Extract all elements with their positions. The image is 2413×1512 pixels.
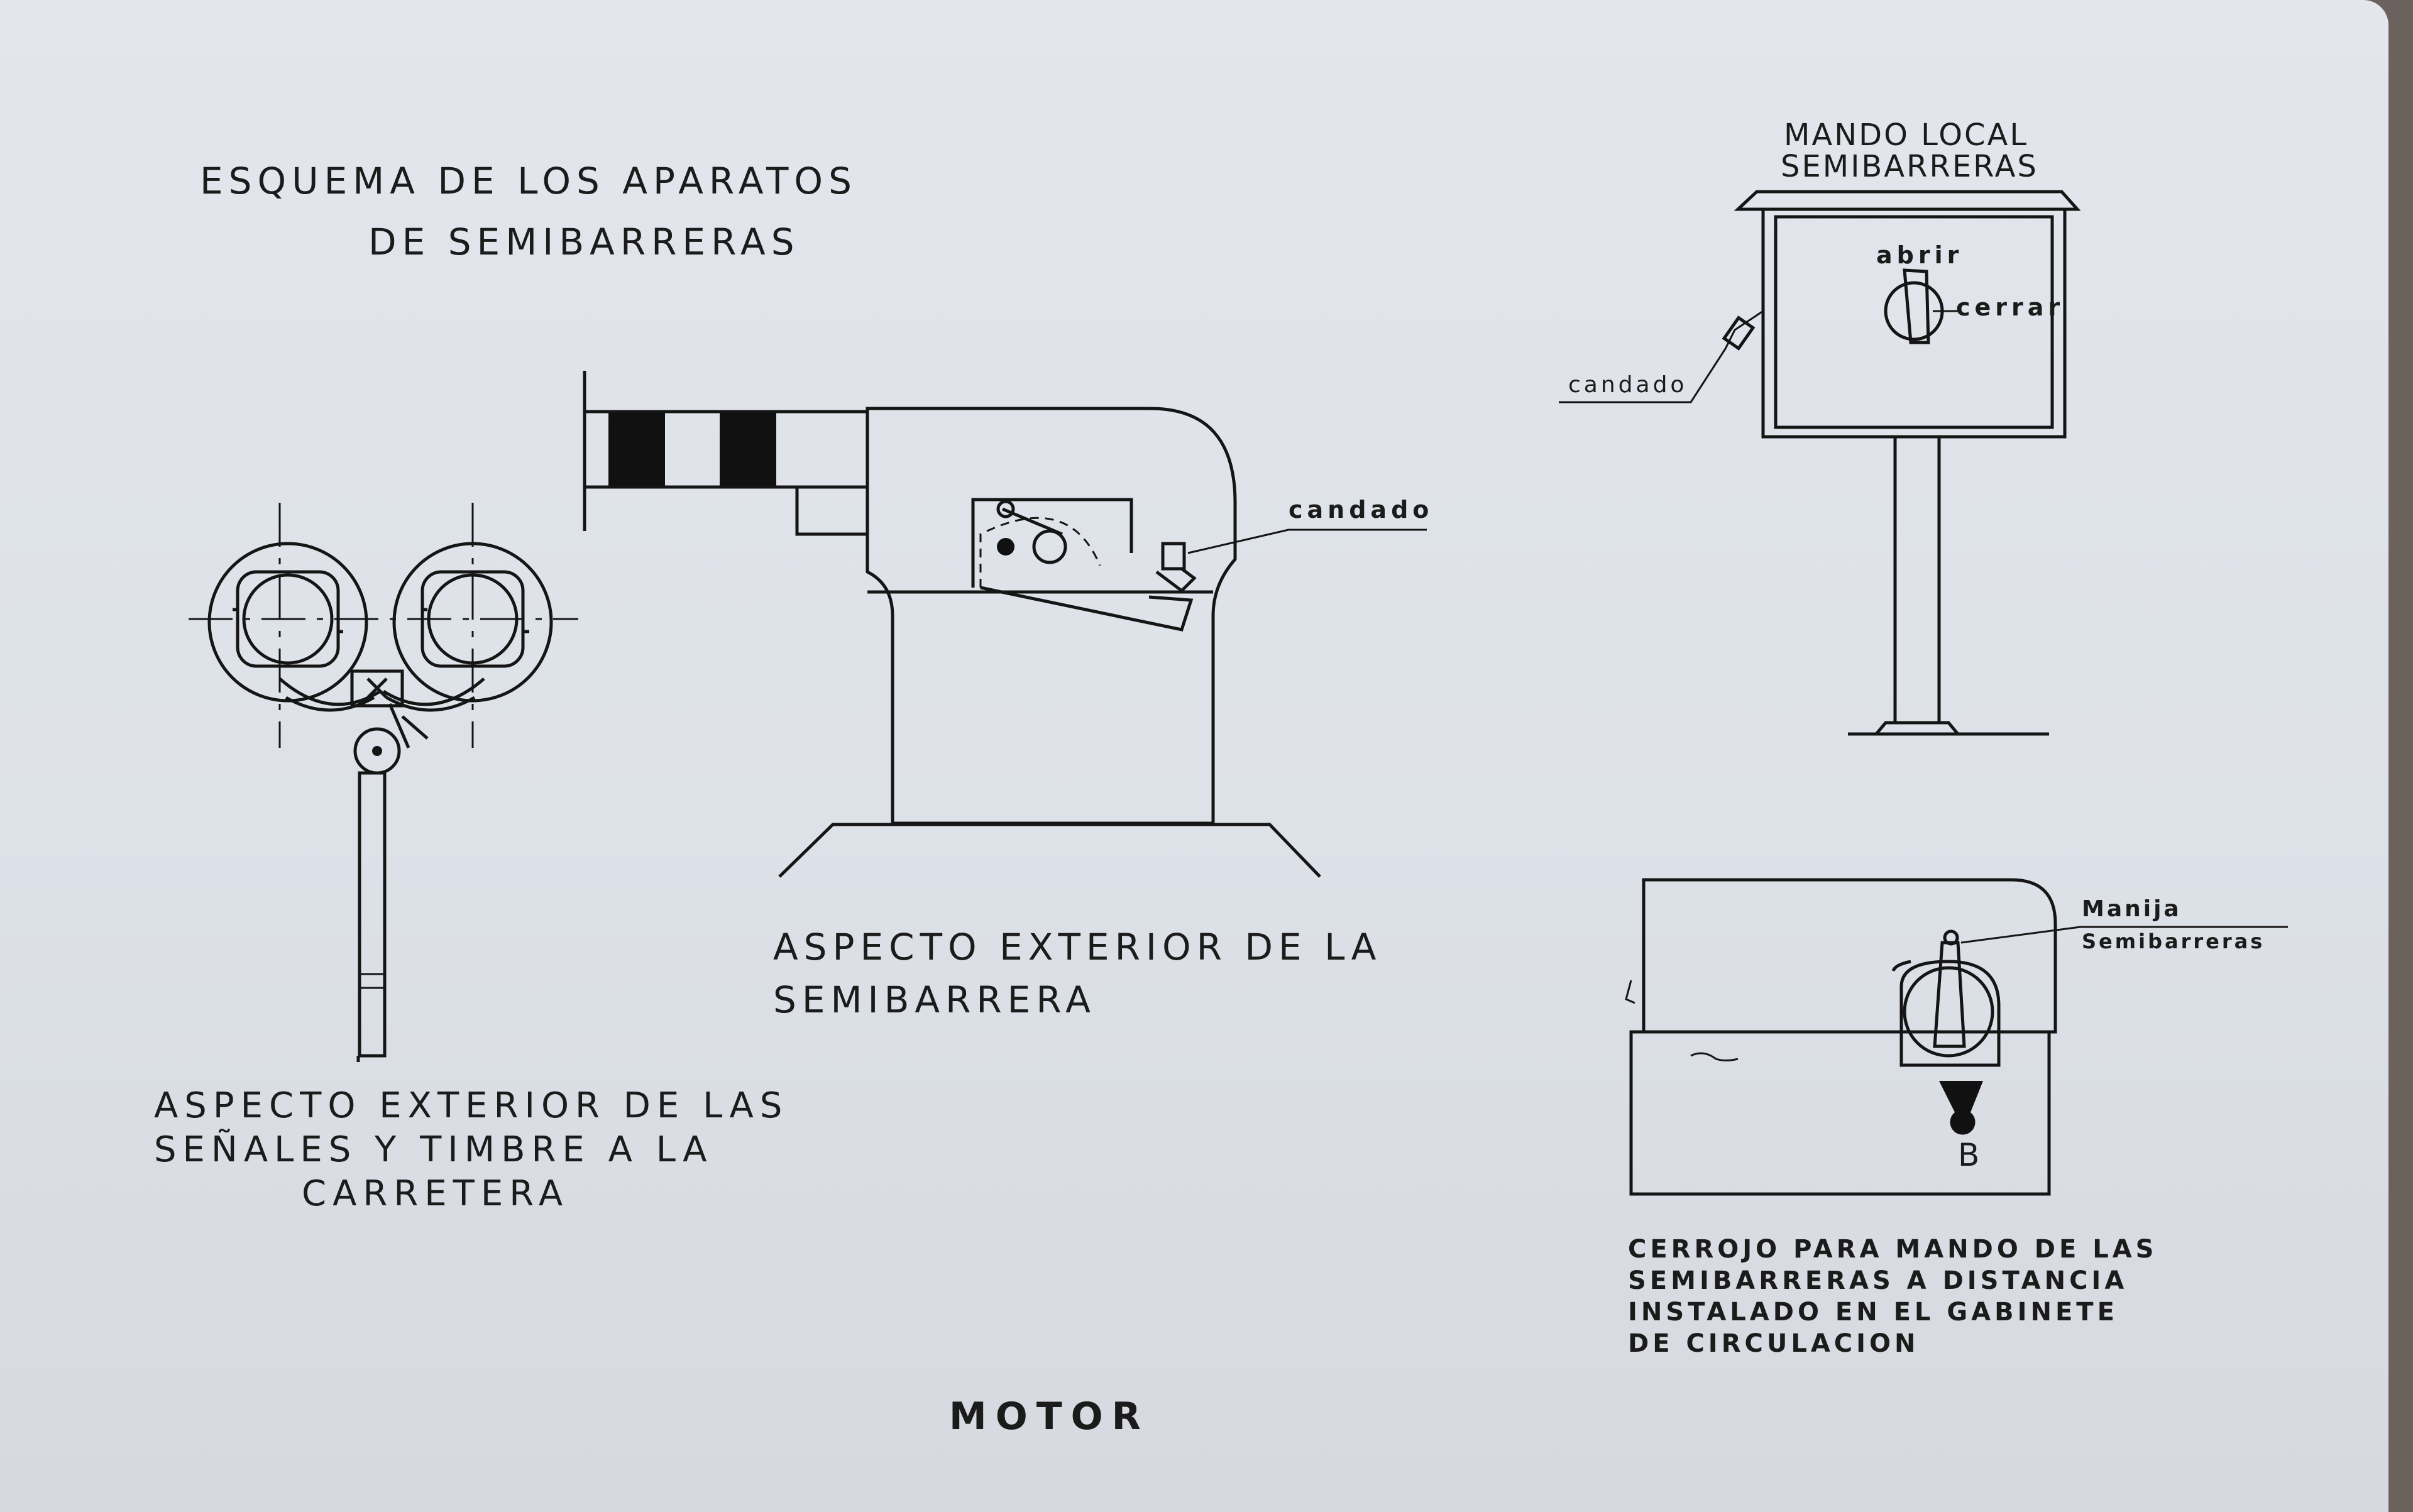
local-control-open-label: abrir <box>1876 241 1964 269</box>
remote-caption-line2: SEMIBARRERAS A DISTANCIA <box>1628 1266 2128 1295</box>
local-control-box <box>1559 190 2081 736</box>
diagram-title-line1: ESQUEMA DE LOS APARATOS <box>200 160 857 202</box>
remote-lock-box <box>1625 878 2288 1196</box>
local-control-title-line2: SEMIBARRERAS <box>1781 149 2038 185</box>
signals-caption-line2: SEÑALES Y TIMBRE A LA <box>154 1129 713 1170</box>
handle-label-line2: Semibarreras <box>2082 929 2265 953</box>
handle-label: Manija Semibarreras <box>2082 892 2265 956</box>
signals-caption: ASPECTO EXTERIOR DE LAS SEÑALES Y TIMBRE… <box>154 1084 788 1216</box>
local-control-lock-label: candado <box>1568 372 1688 398</box>
diagram-title-line2: DE SEMIBARRERAS <box>368 220 800 263</box>
signals-caption-line3: CARRETERA <box>302 1173 569 1214</box>
barrier-caption: ASPECTO EXTERIOR DE LA SEMIBARRERA <box>773 921 1382 1026</box>
remote-caption-line1: CERROJO PARA MANDO DE LAS <box>1628 1235 2158 1264</box>
footer-motor: MOTOR <box>949 1394 1150 1438</box>
barrier-caption-line1: ASPECTO EXTERIOR DE LA <box>773 926 1382 968</box>
local-control-title: MANDO LOCAL SEMIBARRERAS <box>1781 119 2038 183</box>
remote-caption: CERROJO PARA MANDO DE LAS SEMIBARRERAS A… <box>1628 1234 2157 1359</box>
road-signals-and-bell <box>189 503 578 1062</box>
barrier-lock-label: candado <box>1289 496 1434 523</box>
signals-caption-line1: ASPECTO EXTERIOR DE LAS <box>154 1085 789 1126</box>
handle-label-line1: Manija <box>2082 896 2182 922</box>
local-control-title-line1: MANDO LOCAL <box>1784 118 2029 153</box>
semibarrier-exterior <box>583 371 1427 878</box>
diagram-title: ESQUEMA DE LOS APARATOS DE SEMIBARRERAS <box>200 160 857 263</box>
barrier-caption-line2: SEMIBARRERA <box>773 978 1096 1022</box>
key-label: B <box>1958 1137 1980 1173</box>
remote-caption-line4: DE CIRCULACION <box>1628 1329 1920 1358</box>
local-control-close-label: cerrar <box>1956 293 2065 321</box>
remote-caption-line3: INSTALADO EN EL GABINETE <box>1628 1298 2118 1327</box>
